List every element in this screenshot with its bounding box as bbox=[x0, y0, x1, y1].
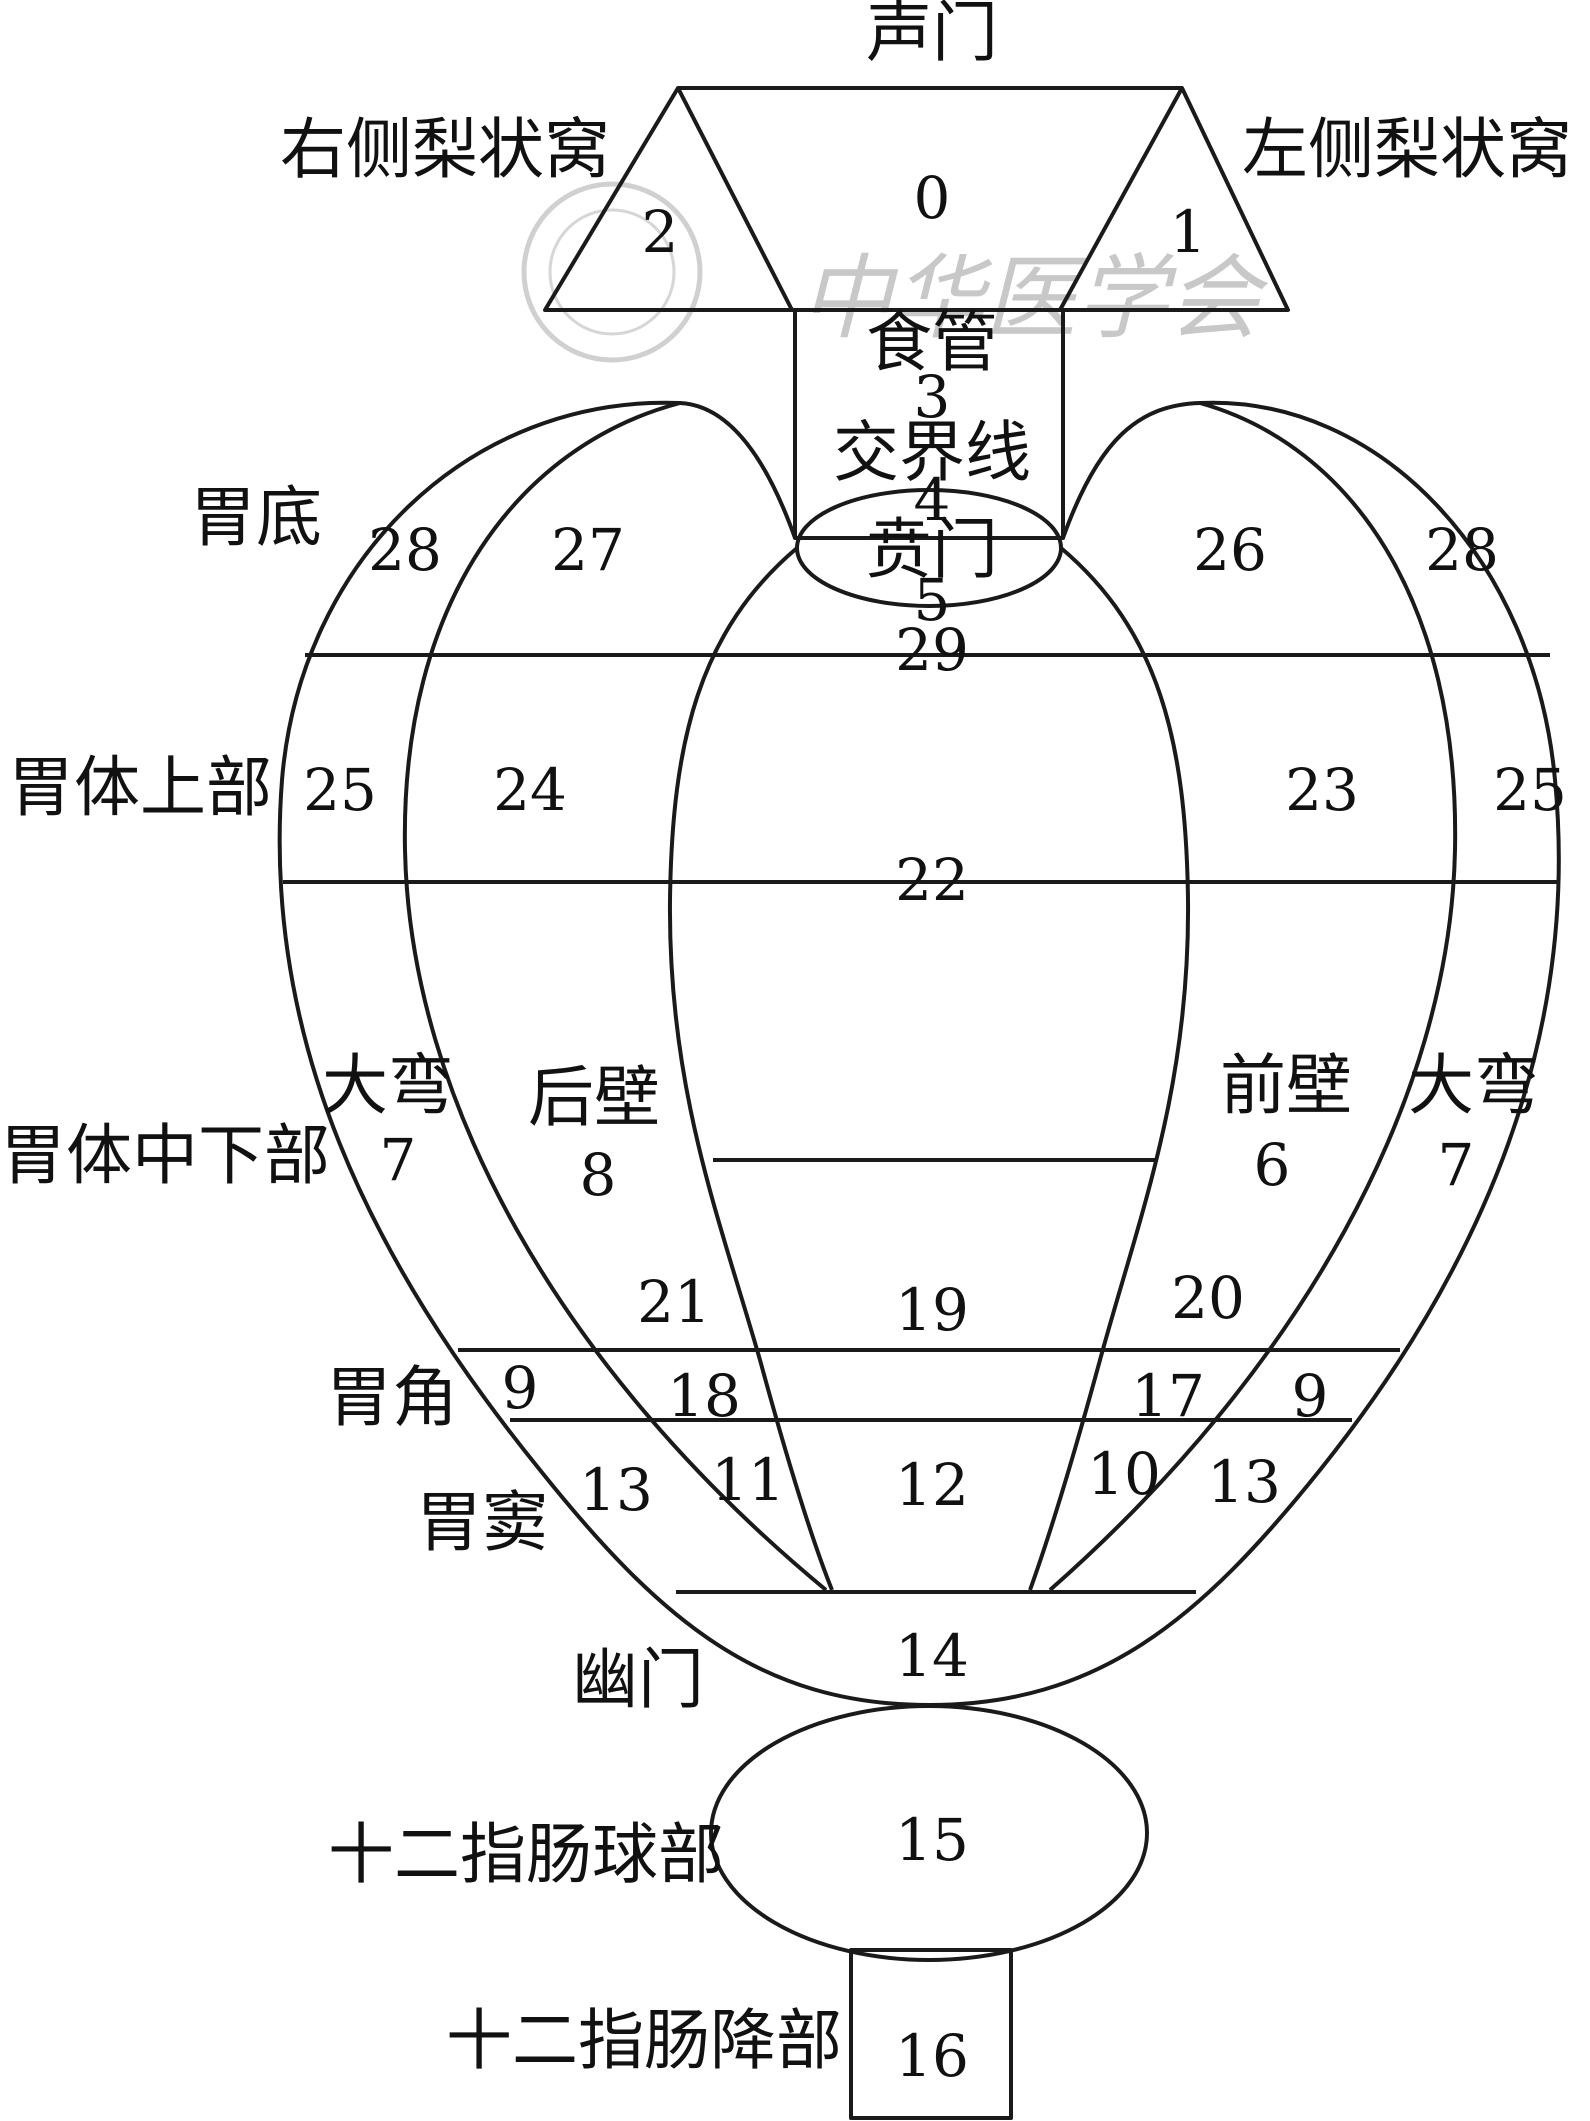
label-duodenal-bulb: 十二指肠球部 bbox=[328, 1816, 724, 1893]
label-descending-duodenum: 十二指肠降部 bbox=[446, 2002, 842, 2079]
region-number-8: 8 bbox=[580, 1141, 617, 1209]
region-number-0: 0 bbox=[914, 164, 951, 232]
greater-curve-inner-right bbox=[1048, 401, 1458, 1592]
label-pylorus: 幽门 bbox=[572, 1641, 704, 1718]
region-number-14: 14 bbox=[895, 1622, 969, 1690]
label-upper-body: 胃体上部 bbox=[8, 749, 272, 826]
region-number-13-right: 13 bbox=[1207, 1448, 1281, 1516]
region-number-3: 3 bbox=[914, 363, 951, 431]
posterior-wall-line bbox=[667, 546, 834, 1591]
region-labels: 声门 右侧梨状窝 左侧梨状窝 食管 交界线 贲门 胃底 胃体上部 大弯 大弯 后… bbox=[0, 0, 1572, 2079]
label-left-piriform: 左侧梨状窝 bbox=[1242, 111, 1572, 188]
piriform-right-divider bbox=[676, 87, 794, 311]
label-fundus: 胃底 bbox=[190, 479, 322, 556]
outlines bbox=[277, 86, 1561, 2120]
region-number-23: 23 bbox=[1285, 756, 1359, 824]
region-number-29: 29 bbox=[895, 616, 969, 684]
label-mid-lower-body: 胃体中下部 bbox=[0, 1117, 330, 1194]
region-number-11: 11 bbox=[711, 1446, 785, 1514]
region-number-22: 22 bbox=[895, 846, 969, 914]
region-number-25-left: 25 bbox=[303, 756, 377, 824]
region-number-25-right: 25 bbox=[1493, 756, 1567, 824]
region-number-4: 4 bbox=[914, 466, 951, 534]
region-number-26: 26 bbox=[1193, 516, 1267, 584]
label-anterior-wall: 前壁 bbox=[1220, 1047, 1352, 1124]
region-number-27: 27 bbox=[551, 516, 625, 584]
label-glottis: 声门 bbox=[866, 0, 998, 71]
region-number-18: 18 bbox=[667, 1362, 741, 1430]
region-number-9-right: 9 bbox=[1292, 1362, 1329, 1430]
region-number-1: 1 bbox=[1170, 198, 1207, 266]
region-number-24: 24 bbox=[493, 756, 567, 824]
region-number-19: 19 bbox=[895, 1276, 969, 1344]
watermark-text: 中华医学会 bbox=[800, 245, 1269, 352]
region-number-5: 5 bbox=[914, 566, 951, 634]
watermark-seal-inner bbox=[548, 208, 676, 336]
watermark-seal-icon bbox=[521, 181, 703, 363]
region-number-12: 12 bbox=[895, 1451, 969, 1519]
label-junction: 交界线 bbox=[833, 414, 1031, 491]
descending-duodenum-box bbox=[849, 1948, 1013, 2120]
label-greater-curve-right: 大弯 bbox=[1408, 1047, 1540, 1124]
region-number-15: 15 bbox=[895, 1806, 969, 1874]
label-right-piriform: 右侧梨状窝 bbox=[280, 111, 610, 188]
label-antrum: 胃窦 bbox=[416, 1484, 548, 1561]
region-number-13-left: 13 bbox=[579, 1456, 653, 1524]
region-number-2: 2 bbox=[642, 198, 679, 266]
label-angle: 胃角 bbox=[326, 1359, 458, 1436]
region-number-10: 10 bbox=[1087, 1440, 1161, 1508]
piriform-left-divider bbox=[1058, 87, 1184, 311]
esophagus-box bbox=[793, 308, 1065, 540]
watermark: 中华医学会 bbox=[521, 181, 1269, 363]
region-number-9-left: 9 bbox=[502, 1354, 539, 1422]
region-number-6: 6 bbox=[1254, 1131, 1291, 1199]
label-esophagus: 食管 bbox=[866, 304, 998, 381]
region-number-7-right: 7 bbox=[1438, 1131, 1475, 1199]
region-number-20: 20 bbox=[1171, 1264, 1245, 1332]
label-greater-curve-left: 大弯 bbox=[322, 1047, 454, 1124]
region-number-28-right: 28 bbox=[1425, 516, 1499, 584]
region-numbers: 0 1 2 3 4 5 29 28 27 26 28 25 24 22 23 2… bbox=[303, 164, 1567, 2090]
greater-curve-inner-left bbox=[402, 401, 828, 1592]
region-number-16: 16 bbox=[895, 2022, 969, 2090]
region-number-28-left: 28 bbox=[368, 516, 442, 584]
piriform-trapezoid bbox=[543, 86, 1290, 312]
anterior-wall-line bbox=[1028, 546, 1191, 1591]
region-number-7-left: 7 bbox=[380, 1126, 417, 1194]
region-number-21: 21 bbox=[637, 1268, 711, 1336]
duodenal-bulb-ellipse bbox=[709, 1704, 1149, 1962]
label-posterior-wall: 后壁 bbox=[528, 1059, 660, 1136]
label-cardia: 贲门 bbox=[866, 511, 998, 588]
region-number-17: 17 bbox=[1131, 1362, 1205, 1430]
